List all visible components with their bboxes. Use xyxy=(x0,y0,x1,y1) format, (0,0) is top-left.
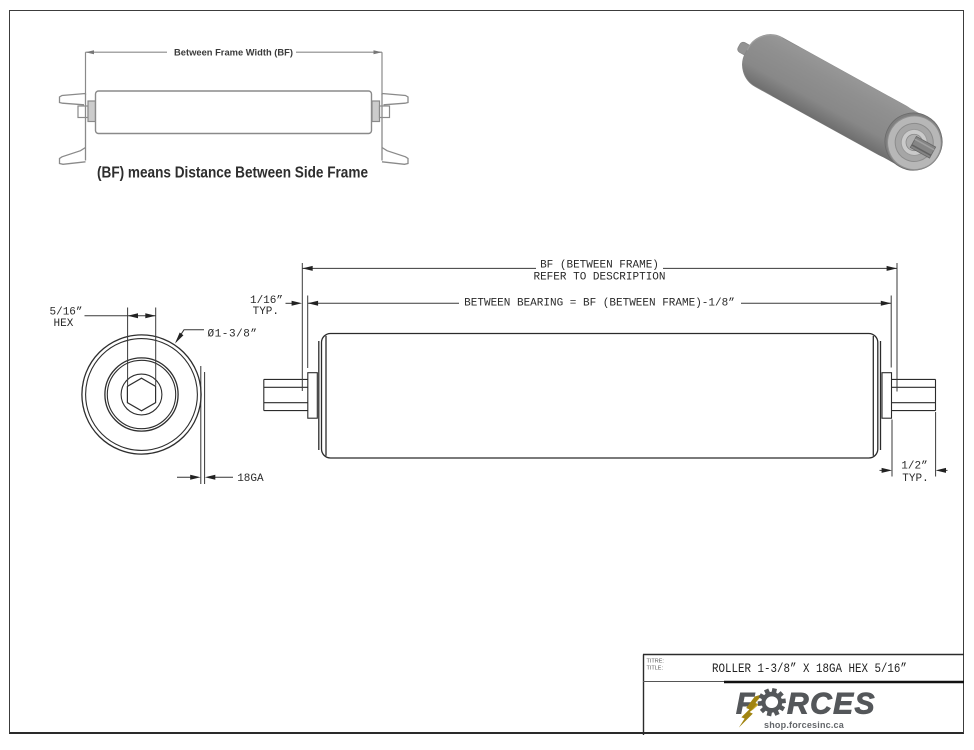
svg-text:TYP.: TYP. xyxy=(253,306,279,318)
svg-text:5/16”: 5/16” xyxy=(50,307,83,319)
svg-text:HEX: HEX xyxy=(54,318,74,330)
svg-text:Ø1-3/8”: Ø1-3/8” xyxy=(208,329,258,341)
svg-text:18GA: 18GA xyxy=(237,473,264,485)
svg-text:TYP.: TYP. xyxy=(902,473,928,485)
svg-text:RCES: RCES xyxy=(787,688,876,721)
svg-text:1/2”: 1/2” xyxy=(901,461,927,473)
svg-text:TITRE:: TITRE: xyxy=(647,659,665,665)
svg-text:(BF) means Distance Between Si: (BF) means Distance Between Side Frame xyxy=(97,165,368,182)
svg-text:shop.forcesinc.ca: shop.forcesinc.ca xyxy=(764,720,845,730)
svg-text:TITLE:: TITLE: xyxy=(647,666,664,672)
svg-text:REFER TO DESCRIPTION: REFER TO DESCRIPTION xyxy=(533,271,665,283)
svg-text:ROLLER 1-3/8” X 18GA HEX 5/16”: ROLLER 1-3/8” X 18GA HEX 5/16” xyxy=(712,661,907,676)
svg-text:BETWEEN BEARING = BF (BETWEEN: BETWEEN BEARING = BF (BETWEEN FRAME)-1/8… xyxy=(464,297,735,309)
svg-text:BF (BETWEEN FRAME): BF (BETWEEN FRAME) xyxy=(540,260,659,272)
svg-text:1/16”: 1/16” xyxy=(250,295,283,307)
svg-text:Between Frame Width (BF): Between Frame Width (BF) xyxy=(174,48,293,59)
